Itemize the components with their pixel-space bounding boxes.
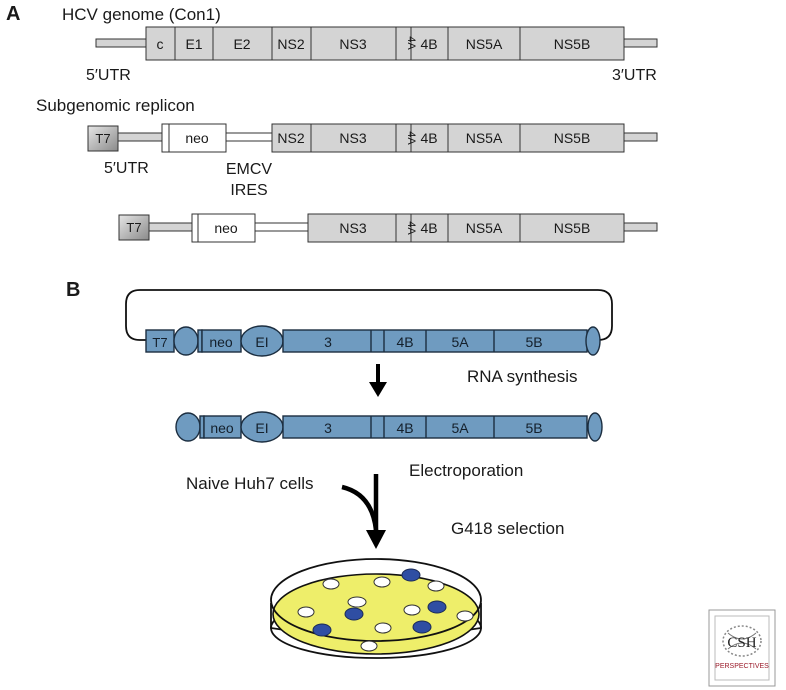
seg-e1: E1: [185, 36, 202, 52]
replicon-1-map: T7 neo NS2 NS3 4A 4B NS5A NS5B: [87, 123, 658, 153]
colony-blue: [401, 568, 421, 582]
emcv-ires-bar: [225, 132, 273, 142]
utr5-label: 5′UTR: [86, 67, 131, 84]
panel-a-letter: A: [6, 3, 20, 25]
seg-4b: 4B: [420, 36, 437, 52]
rna-seg-4b: 4B: [396, 420, 413, 436]
t7-box-2: [118, 214, 150, 241]
arrow-rna-synthesis: [369, 364, 387, 397]
rna-seg-3: 3: [324, 420, 332, 436]
panel-b-letter: B: [66, 279, 80, 301]
plasmid-seg-5b: 5B: [525, 334, 542, 350]
plasmid-seg-4b: 4B: [396, 334, 413, 350]
electroporation-label: Electroporation: [409, 461, 523, 480]
plasmid-seg-5a: 5A: [451, 334, 469, 350]
seg-ns3: NS3: [339, 36, 366, 52]
plasmid-construct: T7 neo EI 3 4B 5A 5B: [125, 289, 613, 357]
rna-seg-5b: 5B: [525, 420, 542, 436]
g418-label: G418 selection: [451, 519, 564, 538]
naive-cells-label: Naive Huh7 cells: [186, 474, 314, 493]
plasmid-seg-3: 3: [324, 334, 332, 350]
r1-ns3: NS3: [339, 130, 366, 146]
r1-ns5b: NS5B: [554, 130, 591, 146]
colony-blue: [344, 607, 364, 621]
hcv-genome-map: c E1 E2 NS2 NS3 4A 4B NS5A NS5B: [95, 26, 658, 61]
replicon-title: Subgenomic replicon: [36, 96, 195, 115]
seg-ns5b: NS5B: [554, 36, 591, 52]
colony-blue: [412, 620, 432, 634]
neo-box-2: [197, 213, 256, 243]
t7-label-2: T7: [126, 220, 141, 235]
colony-white: [403, 604, 421, 616]
hcv-genome-title: HCV genome (Con1): [62, 5, 221, 24]
rna-synthesis-label: RNA synthesis: [467, 367, 578, 386]
r2-ns5b: NS5B: [554, 220, 591, 236]
colony-blue: [427, 600, 447, 614]
colony-white: [360, 640, 378, 652]
plasmid-loop: [125, 289, 613, 341]
plasmid-ei-label: EI: [255, 334, 268, 350]
rna-ei-label: EI: [255, 420, 268, 436]
colony-white: [456, 610, 474, 622]
neo-label: neo: [185, 130, 209, 146]
utr3-label: 3′UTR: [612, 67, 657, 84]
r1-4b: 4B: [420, 130, 437, 146]
genome-body: [145, 26, 625, 61]
plasmid-t7-label: T7: [152, 335, 167, 350]
emcv-label: EMCV: [226, 161, 273, 178]
t7-box: [87, 125, 119, 152]
seg-ns2: NS2: [277, 36, 304, 52]
t7-label: T7: [95, 131, 110, 146]
r1-ns5a: NS5A: [466, 130, 503, 146]
r2-ns3: NS3: [339, 220, 366, 236]
utr5-bar: [95, 38, 147, 48]
petri-dish: [270, 558, 482, 659]
seg-e2: E2: [233, 36, 250, 52]
r2-ns5a: NS5A: [466, 220, 503, 236]
replicon-2-map: T7 neo NS3 4A 4B NS5A NS5B: [118, 213, 658, 243]
rna-seg-5a: 5A: [451, 420, 469, 436]
rna-construct: neo EI 3 4B 5A 5B: [175, 411, 603, 443]
colony-white: [297, 606, 315, 618]
seg-c: c: [157, 36, 164, 52]
colony-white: [322, 578, 340, 590]
colony-white: [374, 622, 392, 634]
colony-white: [347, 596, 367, 608]
rna-neo-label: neo: [210, 420, 234, 436]
colony-white: [427, 580, 445, 592]
colony-blue: [312, 623, 332, 637]
logo-csh-text: CSH: [727, 635, 756, 651]
colony-white: [373, 576, 391, 588]
r1-ns2: NS2: [277, 130, 304, 146]
r1-4a: 4A: [405, 131, 417, 145]
r2-4a: 4A: [405, 221, 417, 235]
neo-box: [168, 123, 227, 153]
csh-perspectives-logo: CSH PERSPECTIVES: [708, 609, 776, 687]
logo-perspectives-text: PERSPECTIVES: [715, 663, 769, 670]
seg-ns5a: NS5A: [466, 36, 503, 52]
ires-label: IRES: [230, 182, 267, 199]
replicon-utr5-label: 5′UTR: [104, 160, 149, 177]
rna-ns-body: [282, 415, 588, 439]
utr3-bar: [623, 38, 658, 48]
r2-4b: 4B: [420, 220, 437, 236]
plasmid-neo-label: neo: [209, 334, 233, 350]
neo-label-2: neo: [214, 220, 238, 236]
seg-4a: 4A: [405, 36, 417, 50]
arrow-transfection: [341, 474, 386, 549]
